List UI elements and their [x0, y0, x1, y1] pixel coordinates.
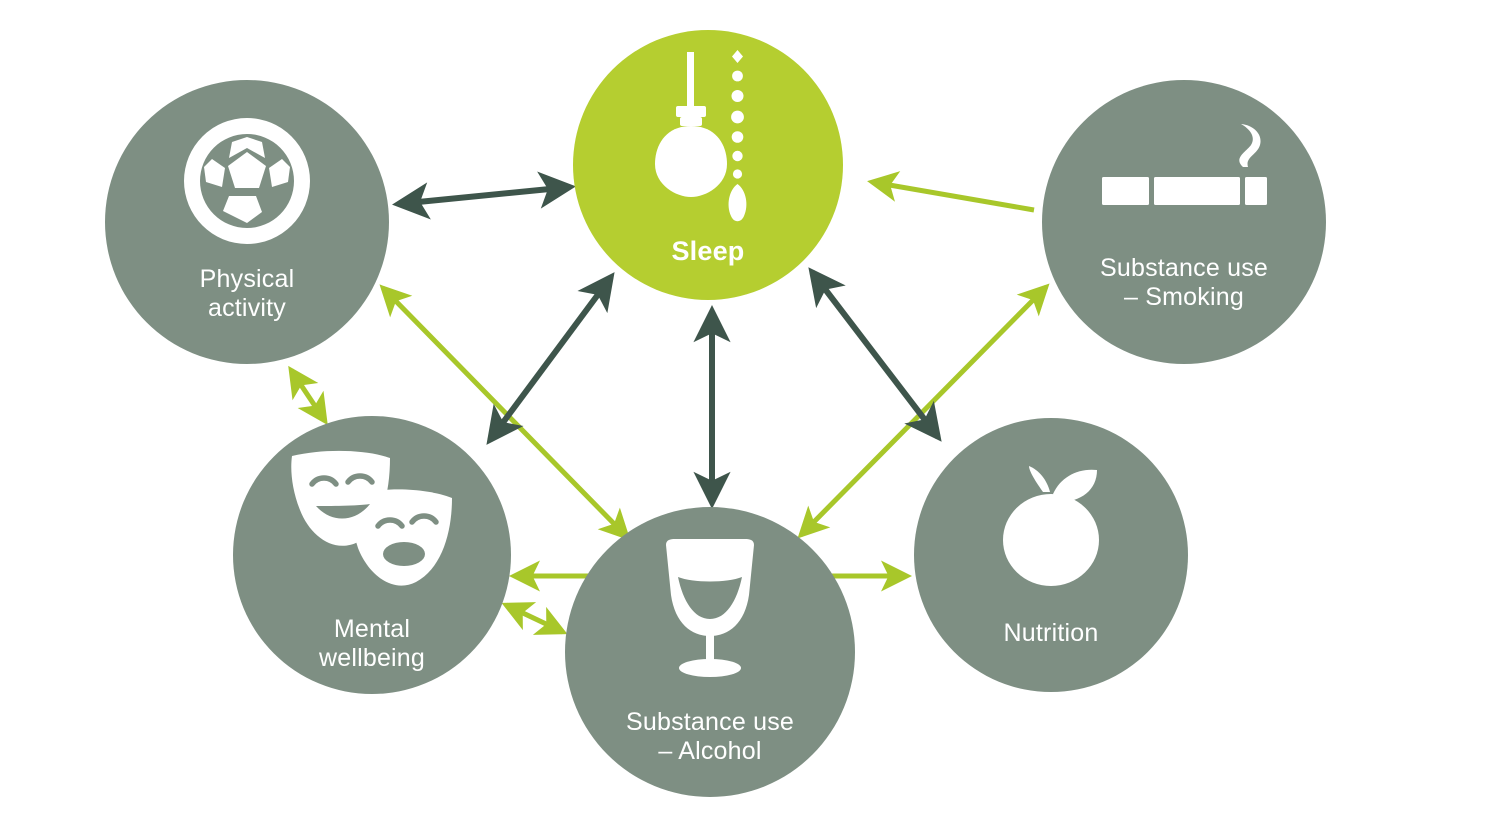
- node-nutrition-label: Nutrition: [1003, 619, 1099, 647]
- theatre-masks-icon: [286, 448, 458, 593]
- wine-glass-icon: [657, 539, 763, 684]
- arrow-sleep-nutrition: [808, 267, 942, 442]
- node-substance-use-smoking[interactable]: Substance use – Smoking: [1042, 80, 1326, 364]
- node-nutrition[interactable]: Nutrition: [914, 418, 1188, 692]
- node-substance-use-alcohol-label: Substance use – Alcohol: [626, 708, 794, 765]
- node-mental-wellbeing[interactable]: Mental wellbeing: [233, 416, 511, 694]
- arrow-physical-activity-mental-wellbeing: [288, 365, 328, 426]
- lightbulb-pullcord-icon: [652, 50, 764, 230]
- apple-fruit-icon: [987, 462, 1115, 595]
- node-sleep-label: Sleep: [671, 236, 745, 266]
- arrow-smoking-to-sleep: [867, 171, 1035, 213]
- node-substance-use-alcohol[interactable]: Substance use – Alcohol: [565, 507, 855, 797]
- arrow-mental-wellbeing-alcohol-short: [501, 602, 568, 635]
- arrow-mental-wellbeing-sleep: [486, 272, 615, 445]
- node-substance-use-smoking-label: Substance use – Smoking: [1100, 254, 1268, 311]
- node-sleep[interactable]: Sleep: [573, 30, 843, 300]
- node-physical-activity-label: Physical activity: [199, 265, 295, 322]
- football-icon: [184, 118, 310, 249]
- arrow-physical-activity-sleep: [392, 171, 576, 220]
- node-mental-wellbeing-label: Mental wellbeing: [318, 615, 426, 672]
- cigarette-smoke-icon: [1101, 122, 1267, 232]
- node-physical-activity[interactable]: Physical activity: [105, 80, 389, 364]
